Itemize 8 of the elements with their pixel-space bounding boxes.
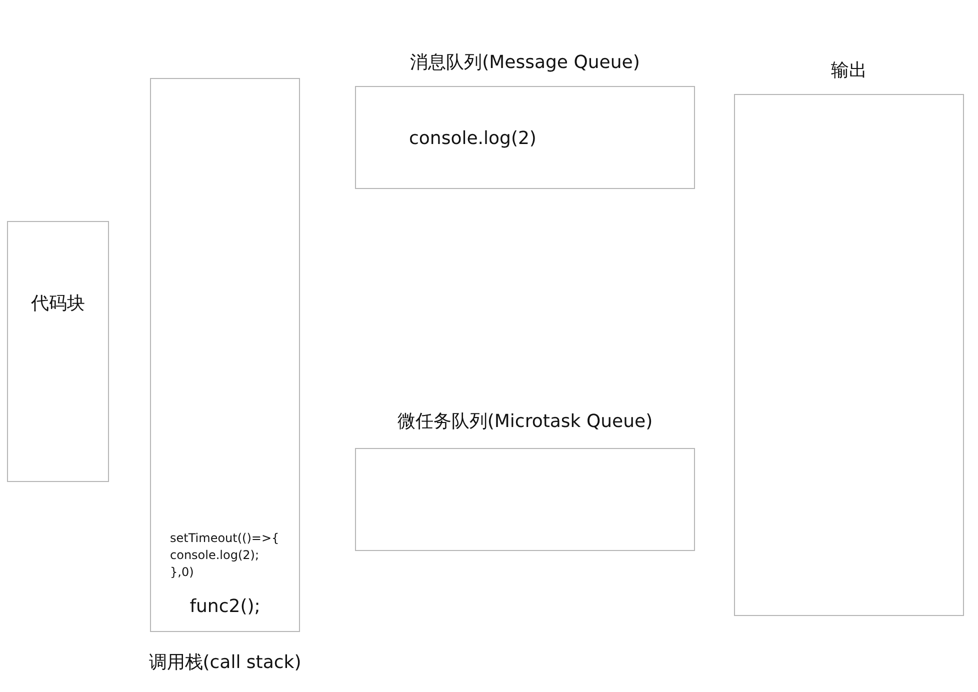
box-title: 代码块 (30, 292, 86, 315)
box-title: 微任务队列(Microtask Queue) (396, 410, 654, 433)
box-title: 调用栈(call stack) (148, 651, 302, 674)
code-text: console.log(2) (409, 128, 536, 149)
code-text: func2(); (188, 596, 262, 617)
code-text: setTimeout(()=>{ console.log(2); },0) (170, 530, 280, 581)
box-title: 消息队列(Message Queue) (409, 51, 641, 74)
box-title: 输出 (830, 59, 868, 82)
